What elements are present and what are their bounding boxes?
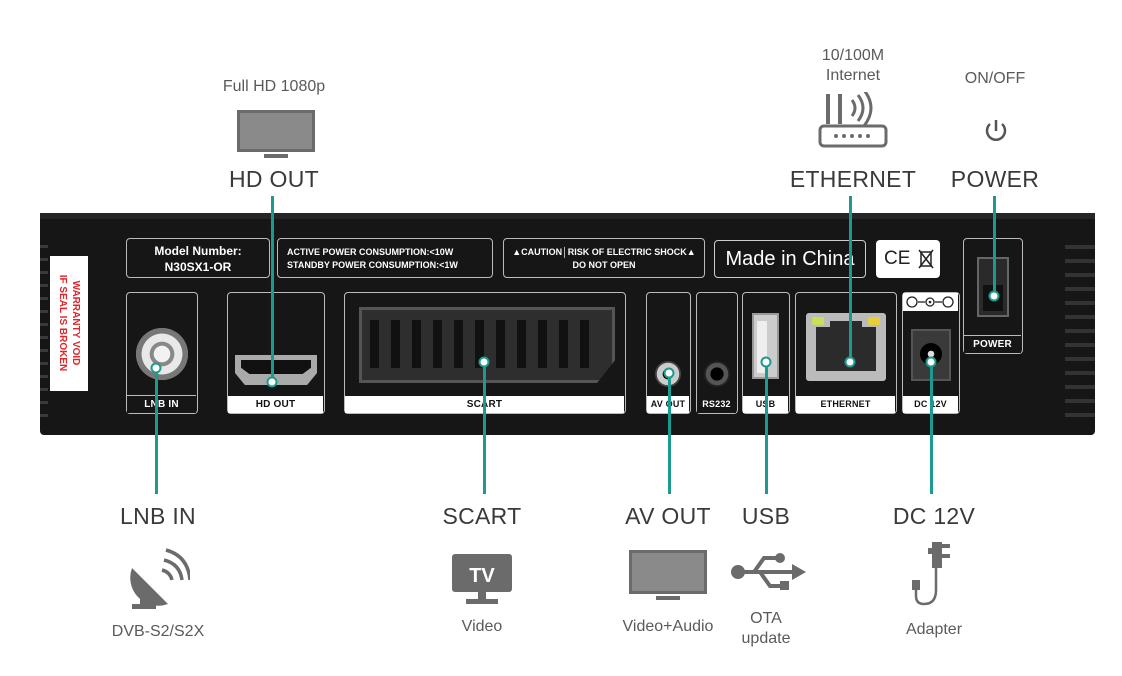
lnb-in-caption: DVB-S2/S2X <box>111 623 205 640</box>
dc-12v-title: DC 12V <box>892 503 976 529</box>
av-out-leader <box>668 373 671 494</box>
lnb-in-title: LNB IN <box>120 503 196 529</box>
weee-bin-icon <box>918 249 934 269</box>
lnb-in-leader <box>155 368 158 494</box>
power-port-label: POWER <box>964 335 1021 353</box>
hd-out-port-area: HD OUT <box>227 292 325 414</box>
hd-out-dot <box>266 376 278 388</box>
left-vent <box>40 235 48 417</box>
dc-12v-caption: Adapter <box>905 621 963 638</box>
power-caption: ON/OFF <box>964 70 1026 87</box>
av-out-caption: Video+Audio <box>622 618 714 635</box>
warranty-seal: WARRANTY VOID IF SEAL IS BROKEN <box>50 256 88 391</box>
lnb-in-port-area: LNB IN <box>126 292 198 414</box>
power-consumption-label: ACTIVE POWER CONSUMPTION:<10W STANDBY PO… <box>277 238 493 278</box>
monitor-icon <box>237 110 315 158</box>
scart-caption: Video <box>461 618 503 635</box>
usb-dot <box>760 356 772 368</box>
av-out-dot <box>663 367 675 379</box>
power-title: POWER <box>950 166 1040 192</box>
rj45-connector[interactable] <box>806 313 886 381</box>
scart-connector[interactable] <box>359 307 615 383</box>
router-icon <box>818 92 888 148</box>
hd-out-caption: Full HD 1080p <box>222 78 326 95</box>
lnb-connector[interactable] <box>136 328 188 380</box>
hd-out-port-label: HD OUT <box>228 396 323 413</box>
tv-icon: TV <box>452 554 512 604</box>
model-number-label: Model Number: N30SX1-OR <box>126 238 270 278</box>
ethernet-leader <box>849 196 852 362</box>
power-dot <box>988 290 1000 302</box>
scart-title: SCART <box>442 503 522 529</box>
power-icon <box>985 120 1007 141</box>
usb-caption: OTA update <box>741 610 791 647</box>
made-in-label: Made in China <box>714 240 866 278</box>
usb-leader <box>765 362 768 494</box>
caution-label: ▲CAUTION│RISK OF ELECTRIC SHOCK▲ DO NOT … <box>503 238 705 278</box>
ethernet-dot <box>844 356 856 368</box>
lnb-in-port-label: LNB IN <box>127 395 196 413</box>
usb-title: USB <box>741 503 791 529</box>
power-leader <box>993 196 996 296</box>
rs232-port-area: RS232 <box>696 292 738 414</box>
usb-connector[interactable] <box>752 313 779 379</box>
satellite-dish-icon <box>130 548 190 609</box>
right-vent <box>1065 235 1095 417</box>
usb-port-area: USB <box>742 292 790 414</box>
ce-mark: CE <box>876 240 940 278</box>
scart-dot <box>478 356 490 368</box>
ethernet-title: ETHERNET <box>789 166 917 192</box>
ethernet-caption: 10/100M Internet <box>821 47 885 84</box>
rs232-port-label: RS232 <box>697 396 736 413</box>
rs232-jack[interactable] <box>704 361 730 387</box>
svg-text:TV: TV <box>469 565 495 587</box>
hd-out-leader <box>271 196 274 382</box>
ethernet-port-label: ETHERNET <box>796 396 895 413</box>
usb-symbol-icon <box>731 553 806 590</box>
dc-12v-leader <box>930 362 933 494</box>
dc-12v-dot <box>925 356 937 368</box>
hd-out-title: HD OUT <box>229 166 319 192</box>
scart-leader <box>483 362 486 494</box>
polarity-symbol <box>903 293 958 311</box>
ethernet-port-area: ETHERNET <box>795 292 897 414</box>
lnb-in-dot <box>150 362 162 374</box>
display-icon <box>629 550 707 600</box>
av-out-title: AV OUT <box>625 503 711 529</box>
power-adapter-icon <box>912 542 950 606</box>
